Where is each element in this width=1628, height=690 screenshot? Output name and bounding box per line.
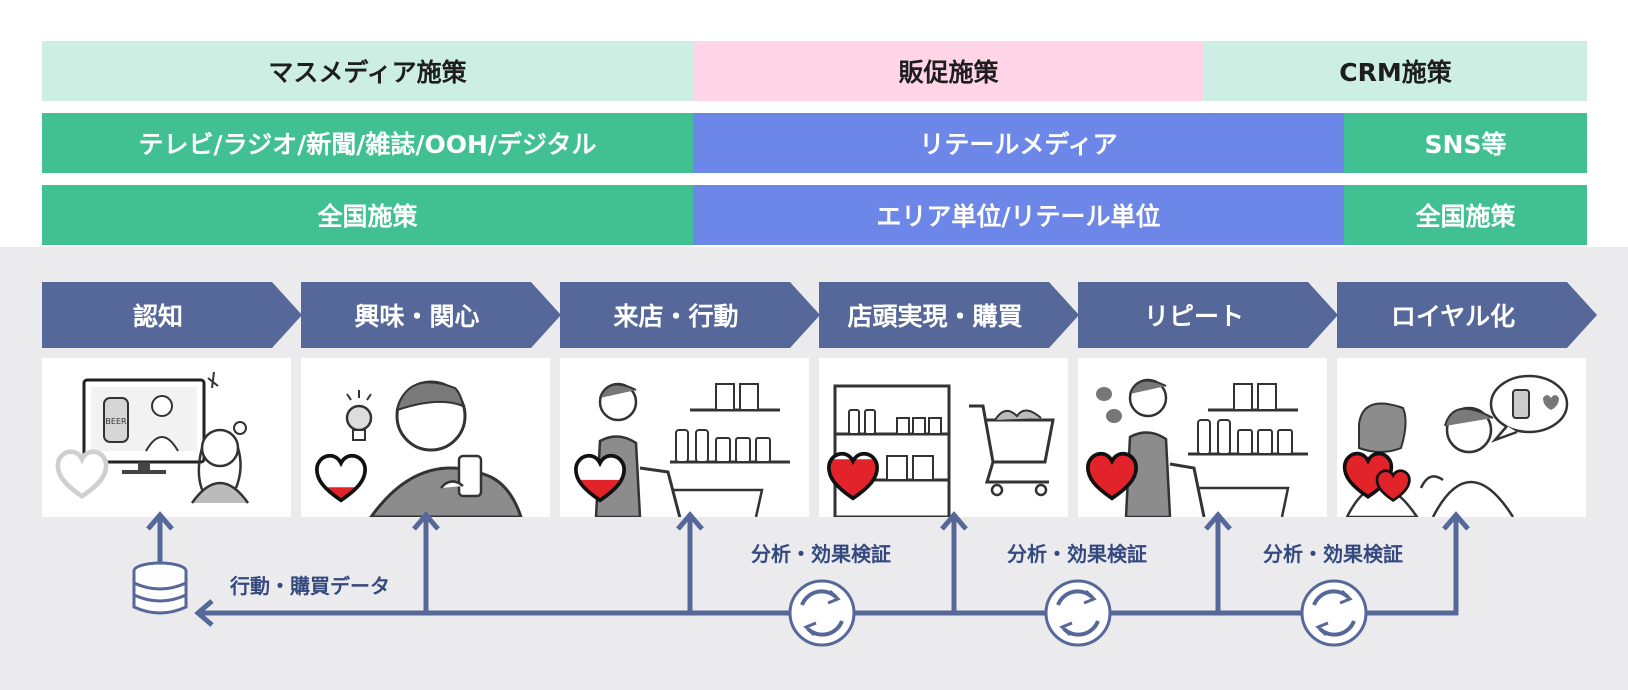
cycle-arrows-icon (788, 579, 856, 647)
heart-half-fill-icon (573, 453, 627, 503)
card-awareness: BEER (42, 358, 291, 517)
cycle-arrows-icon (1044, 579, 1112, 647)
stage-label: ロイヤル化 (1390, 302, 1516, 331)
person-with-phone-illustration (345, 380, 523, 517)
stage-repeat: リピート (1078, 282, 1338, 348)
stage-purchase: 店頭実現・購買 (819, 282, 1079, 348)
heart-low-fill-icon (314, 453, 368, 503)
tv-viewing-illustration: BEER (82, 371, 250, 504)
card-loyalty (1337, 358, 1586, 517)
stage-up-arrow-repeat (1204, 511, 1232, 613)
beer-can-text: BEER (105, 417, 127, 426)
behavior-purchase-data-label: 行動・購買データ (230, 574, 390, 598)
two-people-talking-illustration (1345, 374, 1569, 517)
band-crm-measures: CRM施策 (1204, 41, 1587, 101)
stage-label: 来店・行動 (613, 302, 739, 331)
band-area-retail-unit: エリア単位/リテール単位 (693, 185, 1344, 245)
stage-loyalty: ロイヤル化 (1337, 282, 1597, 348)
card-purchase (819, 358, 1068, 517)
store-shelf-and-cart-illustration (833, 384, 1055, 517)
card-interest (301, 358, 550, 517)
db-up-arrowhead (146, 511, 174, 531)
band-sns: SNS等 (1344, 113, 1587, 173)
heart-full-icon (1085, 451, 1139, 501)
band-nationwide-right: 全国施策 (1344, 185, 1587, 245)
analysis-label-2: 分析・効果検証 (1007, 542, 1147, 566)
database-icon (132, 561, 188, 615)
stage-label: 店頭実現・購買 (847, 302, 1023, 331)
stage-up-arrow-purchase (940, 511, 968, 613)
stage-visit-action: 来店・行動 (560, 282, 820, 348)
band-mass-media-channels: テレビ/ラジオ/新聞/雑誌/OOH/デジタル (42, 113, 693, 173)
stage-awareness: 認知 (42, 282, 302, 348)
stage-interest: 興味・関心 (301, 282, 561, 348)
data-flow-diagram (132, 511, 1470, 647)
band-mass-media-measures: マスメディア施策 (42, 41, 693, 101)
stage-label: 認知 (132, 302, 183, 331)
card-visit (560, 358, 809, 517)
analysis-label-1: 分析・効果検証 (751, 542, 891, 566)
double-heart-icon (1342, 451, 1411, 503)
heart-outline-icon (55, 449, 109, 500)
stage-label: 興味・関心 (354, 302, 480, 331)
analysis-label-3: 分析・効果検証 (1263, 542, 1403, 566)
band-nationwide-left: 全国施策 (42, 185, 693, 245)
stage-up-arrow-visit (676, 511, 704, 613)
flow-left-arrowhead (194, 599, 214, 627)
stage-up-arrow-loyalty (1442, 511, 1470, 615)
band-sales-promotion-measures: 販促施策 (693, 41, 1204, 101)
stage-up-arrow-interest (412, 511, 440, 613)
band-retail-media: リテールメディア (693, 113, 1344, 173)
card-repeat (1078, 358, 1327, 517)
cycle-arrows-icon (1300, 579, 1368, 647)
heart-mostly-filled-icon (826, 451, 880, 501)
repeat-shopper-illustration (1096, 378, 1308, 517)
stage-label: リピート (1143, 302, 1244, 331)
